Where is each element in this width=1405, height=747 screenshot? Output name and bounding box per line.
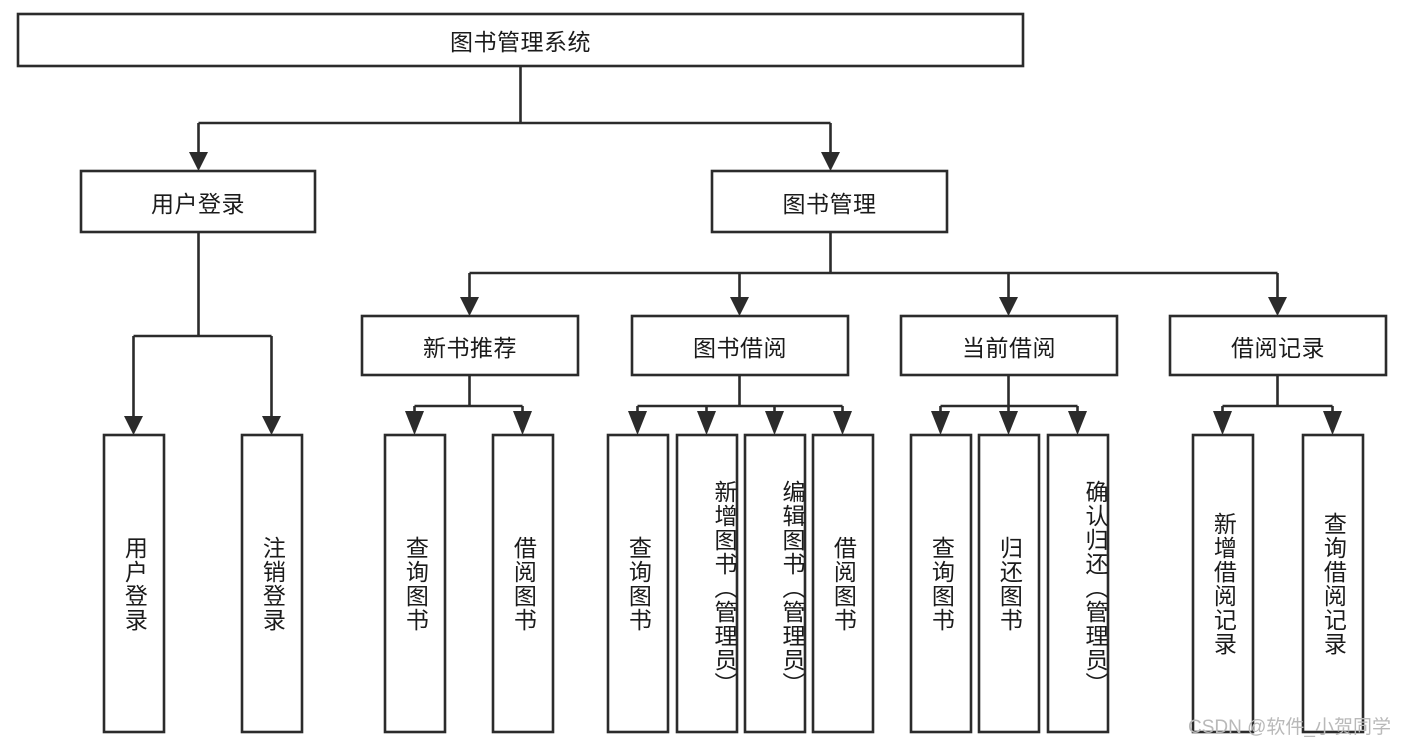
node-box-leaf12[interactable] [1191, 433, 1255, 734]
node-box-current[interactable] [899, 314, 1119, 377]
node-box-leaf9[interactable] [909, 433, 973, 734]
arrow-head-leaf2 [262, 416, 281, 435]
arrow-head-bookmgmt [821, 152, 840, 171]
arrow-head-leaf13 [1323, 411, 1342, 435]
node-box-leaf7[interactable] [743, 433, 807, 734]
arrow-head-leaf5 [628, 411, 647, 435]
arrow-head-leaf7 [765, 411, 784, 435]
arrow-head-leaf8 [833, 411, 852, 435]
node-box-records[interactable] [1168, 314, 1388, 377]
arrow-head-login [189, 152, 208, 171]
arrow-head-records [1268, 297, 1287, 316]
arrow-head-newbook [460, 297, 479, 316]
node-box-login[interactable] [79, 169, 317, 234]
arrow-head-leaf11 [1068, 411, 1087, 435]
node-box-leaf3[interactable] [383, 433, 447, 734]
node-box-leaf8[interactable] [811, 433, 875, 734]
arrow-head-current [999, 297, 1018, 316]
arrow-head-leaf4 [513, 411, 532, 435]
node-box-leaf6[interactable] [675, 433, 739, 734]
node-box-newbook[interactable] [360, 314, 580, 377]
arrow-head-borrow [730, 297, 749, 316]
node-box-leaf4[interactable] [491, 433, 555, 734]
arrow-head-leaf3 [405, 411, 424, 435]
arrow-head-leaf1 [124, 416, 143, 435]
node-box-leaf13[interactable] [1301, 433, 1365, 734]
arrow-head-leaf6 [697, 411, 716, 435]
node-box-leaf1[interactable] [102, 433, 166, 734]
node-box-root[interactable] [16, 12, 1025, 68]
node-box-bookmgmt[interactable] [710, 169, 949, 234]
node-box-borrow[interactable] [630, 314, 850, 377]
arrow-head-leaf9 [931, 411, 950, 435]
node-box-leaf11[interactable] [1046, 433, 1110, 734]
arrow-head-leaf10 [999, 411, 1018, 435]
node-box-leaf2[interactable] [240, 433, 304, 734]
arrow-head-leaf12 [1213, 411, 1232, 435]
node-box-leaf5[interactable] [606, 433, 670, 734]
node-box-leaf10[interactable] [977, 433, 1041, 734]
